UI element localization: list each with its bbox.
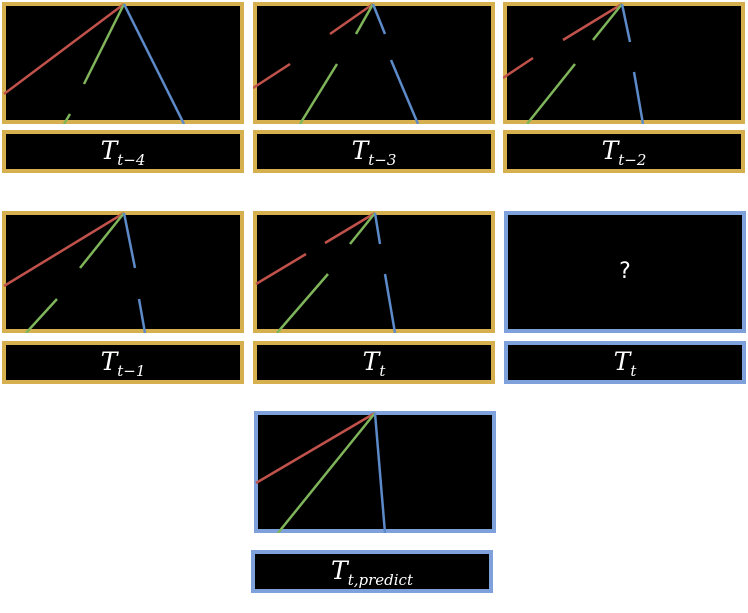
label-t-minus-3: Tt−3 [253,130,495,173]
label-t-minus-2: Tt−2 [503,130,745,173]
blue-line [632,71,645,124]
frame-t [253,211,495,333]
frame-t-minus-2 [503,2,745,124]
red-line [503,56,534,80]
red-line [253,62,291,90]
frame-t-minus-4 [2,2,244,124]
green-line [349,212,376,245]
blue-line [389,59,420,124]
frame-t-minus-1 [2,211,244,333]
green-line [82,3,126,85]
blue-line [371,3,387,35]
line-sketch [503,2,645,124]
question-mark: ? [619,259,631,284]
blue-line [122,3,186,124]
blue-line [137,298,147,333]
line-sketch [253,2,420,124]
line-sketch [3,211,147,333]
red-line [255,411,376,485]
line-sketch [255,411,387,533]
blue-line [122,212,137,269]
blue-line [373,212,382,245]
red-line [324,211,376,245]
green-line [592,3,623,41]
blue-line [373,412,387,533]
green-line [25,298,58,333]
green-line [276,273,329,333]
red-line [3,211,125,288]
frame-t-minus-3 [253,2,495,124]
red-line [255,252,307,286]
green-line [526,63,576,124]
blue-line [620,3,632,43]
label-t: Tt [253,341,495,384]
red-line [3,3,125,95]
label-t-minus-4: Tt−4 [2,130,244,173]
line-sketch [3,3,186,124]
green-line [298,63,339,124]
green-line [277,412,376,533]
frame-t-unknown: ? [504,211,746,333]
blue-line [383,273,397,333]
label-t-predict: Tt,predict [251,550,493,593]
red-line [562,2,623,42]
red-line [329,2,374,36]
green-line [79,212,125,269]
frame-t-predict [254,411,496,533]
label-t-minus-1: Tt−1 [2,341,244,384]
green-line [354,3,375,35]
line-sketch [255,211,397,333]
label-t-target: Tt [504,341,746,384]
green-line [62,113,72,124]
